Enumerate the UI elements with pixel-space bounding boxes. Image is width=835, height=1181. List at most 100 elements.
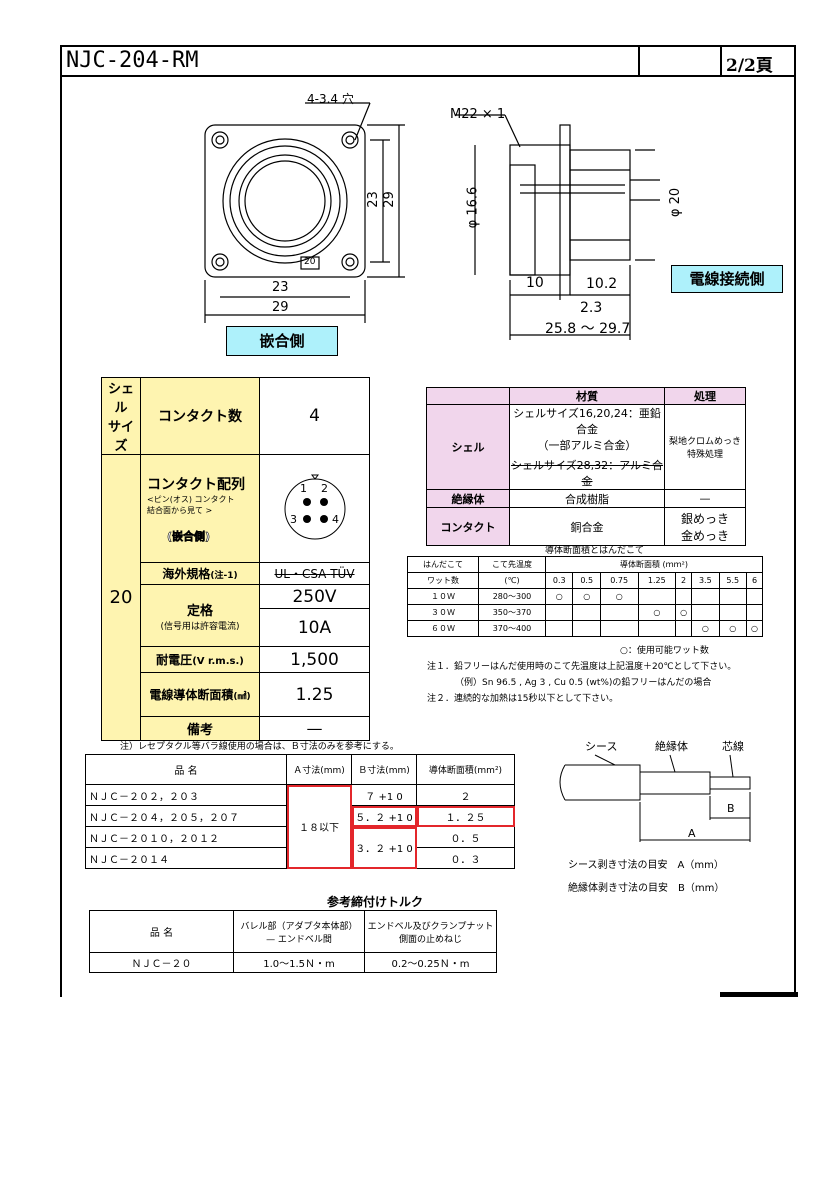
rating-voltage: 250V: [259, 584, 370, 609]
side-view-drawing: [455, 114, 660, 340]
dim-29-v: 29: [381, 191, 397, 208]
remark-value: —: [259, 716, 370, 741]
strip-b: ７ +1 0: [351, 784, 417, 806]
torque-h-name: 品 名: [89, 910, 234, 953]
mat-contact-treatment: 銀めっき 金めっき: [664, 507, 746, 546]
dim-10-2: 10.2: [586, 276, 618, 292]
solder-title: 導体断面積とはんだこて: [545, 546, 645, 556]
mat-shell-material: シェルサイズ16,20,24：亜鉛合金 （一部アルミ合金）: [513, 407, 661, 452]
overseas-cell: 海外規格(注-1): [140, 562, 260, 585]
torque-table: 品 名 バレル部（アダプタ本体部） — エンドベル間 エンドベル及びクランプナッ…: [89, 910, 497, 973]
wire-unit: (㎟): [233, 692, 251, 702]
arrangement-note2: 結合面から見て >: [147, 505, 213, 515]
torque-title: 参考締付けトルク: [327, 895, 424, 909]
bottom-bar: [720, 992, 798, 997]
wire-strip-diagram: [559, 754, 751, 842]
withstand-label: 耐電圧: [156, 653, 193, 667]
title-divider: [638, 45, 640, 77]
strip-area: ２: [416, 784, 515, 806]
table-row: １０Ｗ 280～300 ○ ○ ○: [407, 588, 764, 605]
hole-note: 4-3.4 穴: [307, 92, 354, 106]
title-bar: [60, 45, 796, 77]
torque-h-setscrew: エンドベル及びクランプナット 側面の止めねじ: [364, 910, 497, 953]
wire-side-label: 電線接続側: [671, 265, 783, 293]
strip-h-a: Ａ寸法(mm): [286, 754, 352, 785]
solder-mark: ○: [637, 604, 677, 621]
solder-legend: ○：使用可能ワット数: [620, 646, 709, 656]
torque-h-barrel: バレル部（アダプタ本体部） — エンドベル間: [233, 910, 365, 953]
solder-temp: 370～400: [478, 620, 546, 637]
solder-h2: こて先温度: [478, 556, 546, 573]
strip-area: ０．５: [416, 826, 515, 848]
arrangement-label: コンタクト配列: [147, 476, 245, 493]
mat-part-contact: コンタクト: [426, 507, 510, 546]
dim-29-h: 29: [272, 300, 289, 315]
withstand-unit: (V r.m.s.): [192, 656, 244, 667]
pin-label: 3: [290, 513, 297, 526]
mat-part-insulator: 絶縁体: [426, 489, 510, 508]
solder-mark: [691, 604, 720, 621]
dim-10: 10: [526, 275, 544, 291]
mat-corner: [426, 387, 510, 405]
solder-size: 0.75: [599, 572, 639, 589]
page-title: NJC-204-RM: [66, 48, 199, 73]
solder-mark: ○: [544, 588, 574, 605]
mat-header-material: 材質: [509, 387, 665, 405]
dim-2-3: 2.3: [580, 300, 603, 316]
solder-mark: ○: [599, 588, 639, 605]
guide-a: シース剥き寸法の目安 A（mm）: [568, 860, 724, 871]
contacts-value: 4: [259, 377, 370, 455]
mat-contact-material: 銅合金: [509, 507, 665, 546]
solder-mark: [572, 604, 601, 621]
strip-b: ３．２ +1 0: [351, 826, 417, 869]
overseas-note: (注-1): [210, 571, 238, 581]
overseas-label: 海外規格: [162, 567, 211, 581]
label-insulator: 絶縁体: [655, 740, 688, 753]
solder-mark: [637, 620, 677, 637]
table-row: ＮＪＣ－２０４，２０５，２０７ ５．２ +1 0 １．２５: [85, 805, 515, 827]
strip-h-area: 導体断面積(mm²): [416, 754, 515, 785]
solder-mark: ○: [675, 604, 693, 621]
solder-mark: ○: [718, 620, 747, 637]
solder-h1b: ワット数: [407, 572, 479, 589]
solder-mark: [637, 588, 677, 605]
pin-label: 4: [332, 513, 339, 526]
solder-mark: [599, 604, 639, 621]
shell-size-header: シェル サイズ: [101, 377, 141, 455]
spec-table: シェル サイズ コンタクト数 4 20 コンタクト配列 <ピン(オス) コンタク…: [101, 377, 370, 741]
table-row: ６０Ｗ 370～400 ○ ○ ○: [407, 620, 764, 637]
overseas-ul: UL・CSA: [274, 567, 327, 581]
materials-table: 材質 処理 シェル シェルサイズ16,20,24：亜鉛合金 （一部アルミ合金） …: [426, 387, 746, 546]
strip-h-b: Ｂ寸法(mm): [351, 754, 417, 785]
solder-mark: [572, 620, 601, 637]
solder-watt: ６０Ｗ: [407, 620, 479, 637]
remark-label: 備考: [140, 716, 260, 741]
strip-table: 品 名 Ａ寸法(mm) Ｂ寸法(mm) 導体断面積(mm²) ＮＪＣ－２０２，２…: [85, 754, 515, 869]
mat-insulator-treatment: —: [664, 489, 746, 508]
wire-value: 1.25: [259, 672, 370, 717]
solder-mark: [718, 588, 747, 605]
solder-table: はんだこて こて先温度 導体断面積 (ｍｍ²) ワット数 (℃) 0.3 0.5…: [407, 556, 764, 637]
dia-20: φ 20: [668, 187, 684, 218]
page-number: 2/2頁: [726, 56, 773, 76]
arrangement-note1: <ピン(オス) コンタクト: [147, 494, 235, 504]
mating-side-label: 嵌合側: [226, 326, 338, 356]
rating-cell: 定格 (信号用は許容電流): [140, 584, 260, 647]
strip-name: ＮＪＣ－２０１４: [85, 847, 287, 869]
solder-temp: 350～370: [478, 604, 546, 621]
guide-b: 絶縁体剥き寸法の目安 B（mm）: [568, 883, 725, 894]
strip-note: 注）レセプタクル等バラ線使用の場合は、Ｂ寸法のみを参考にする。: [120, 742, 399, 752]
wire-label: 電線導体断面積: [149, 688, 234, 702]
solder-size: 2: [675, 572, 693, 589]
rating-current: 10A: [259, 608, 370, 647]
solder-size: 0.3: [544, 572, 574, 589]
solder-size: 3.5: [691, 572, 720, 589]
mat-insulator-material: 合成樹脂: [509, 489, 665, 508]
wire-cell: 電線導体断面積(㎟): [140, 672, 260, 717]
solder-mark: [718, 604, 747, 621]
strip-a-value: １８以下: [286, 784, 352, 869]
contacts-header: コンタクト数: [140, 377, 260, 455]
strip-b: ５．２ +1 0: [351, 805, 417, 827]
strip-h-name: 品 名: [85, 754, 287, 785]
solder-watt: ３０Ｗ: [407, 604, 479, 621]
